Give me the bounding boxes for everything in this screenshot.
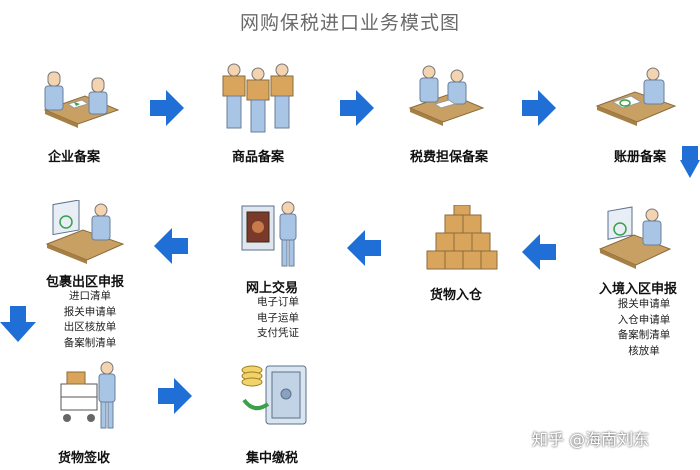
- node-label: 集中缴税: [246, 451, 299, 466]
- item: 支付凭证: [257, 327, 299, 339]
- node-label: 账册备案: [614, 150, 667, 165]
- arrow-down-icon: [680, 146, 700, 178]
- item: 出区核放单: [63, 321, 117, 333]
- node-label: 网上交易: [246, 281, 299, 296]
- arrow-right-icon: [150, 90, 184, 126]
- arrow-right-icon: [158, 378, 192, 414]
- node-label: 货物签收: [58, 451, 111, 466]
- diagram-title: 网购保税进口业务模式图: [239, 12, 460, 34]
- item: 电子订单: [257, 296, 299, 308]
- node-items: 进口清单 报关申请单 出区核放单 备案制清单: [54, 289, 126, 351]
- item: 核放单: [628, 344, 660, 357]
- item: 入仓申请单: [617, 313, 671, 326]
- arrow-left-icon: [154, 228, 188, 264]
- item: 报关申请单: [617, 298, 671, 310]
- safe-with-coins-icon: [241, 365, 307, 425]
- customs-declaration-icon: [598, 206, 672, 269]
- node-label: 税费担保备案: [410, 150, 489, 165]
- arrow-left-icon: [347, 230, 381, 266]
- arrow-right-icon: [340, 90, 374, 126]
- workers-with-boxes-icon: [222, 63, 294, 133]
- arrow-right-icon: [522, 90, 556, 126]
- node-label: 入境入区申报: [599, 282, 678, 297]
- item: 备案制清单: [617, 329, 671, 341]
- node-items: 电子订单 电子运单 支付凭证: [248, 295, 308, 342]
- item: 备案制清单: [63, 336, 117, 349]
- arrow-left-icon: [522, 234, 556, 270]
- item: 电子运单: [257, 311, 299, 324]
- node-label: 包裹出区申报: [46, 275, 125, 290]
- node-label: 货物入仓: [430, 288, 483, 303]
- office-desk-icon: [408, 65, 485, 126]
- online-shopping-icon: [241, 201, 297, 267]
- ledger-desk-icon: [595, 67, 677, 126]
- delivery-cart-icon: [60, 361, 116, 429]
- node-label: 企业备案: [48, 150, 101, 165]
- item: 报关申请单: [63, 305, 117, 318]
- office-meeting-icon: [43, 71, 120, 128]
- stacked-boxes-icon: [426, 205, 498, 270]
- arrow-down-icon: [0, 306, 36, 342]
- node-label: 商品备案: [232, 150, 285, 165]
- computer-desk-icon: [45, 200, 125, 264]
- watermark: 知乎 @海南刘东: [532, 430, 650, 449]
- node-items: 报关申请单 入仓申请单 备案制清单 核放单: [610, 297, 678, 359]
- item: 进口清单: [69, 290, 111, 302]
